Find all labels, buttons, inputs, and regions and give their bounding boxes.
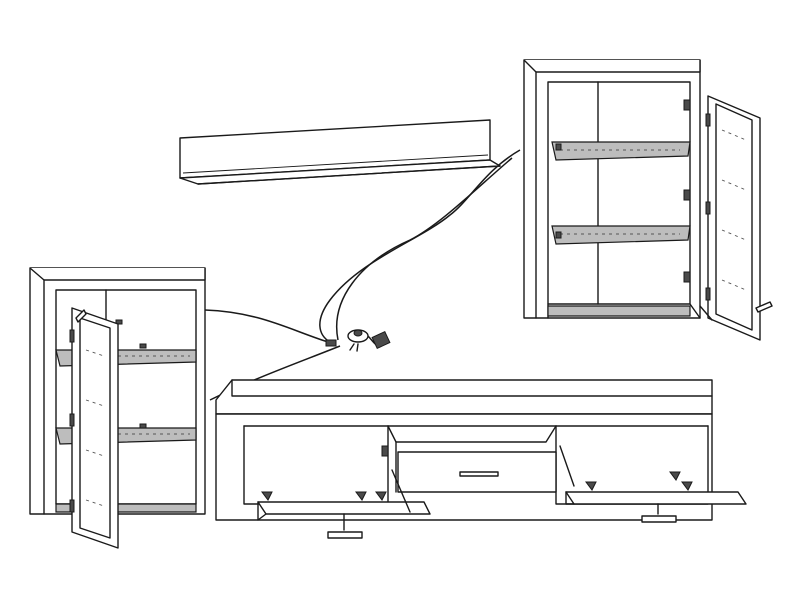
led-power-unit xyxy=(325,329,391,352)
hinge-icon xyxy=(683,189,691,201)
door-frame xyxy=(707,95,761,341)
tv-stand-top xyxy=(215,379,713,415)
flap-handle-icon xyxy=(327,531,363,539)
flap-stay-icon xyxy=(559,445,575,487)
left-vitrine-glass-door xyxy=(69,307,119,549)
led-socket-icon xyxy=(381,445,389,457)
shelf-inner-edge xyxy=(182,154,489,174)
right-vitrine-glass-door xyxy=(699,95,773,341)
hinge-icon xyxy=(585,471,693,491)
drawer-handle xyxy=(459,471,499,477)
power-adapter-icon xyxy=(371,330,391,350)
plug-pins xyxy=(349,343,359,352)
door-hinge-icon xyxy=(69,329,75,513)
right-flap-door xyxy=(565,491,747,505)
right-vitrine-top xyxy=(523,59,701,73)
cable-to-right-vitrine-2 xyxy=(336,157,513,341)
cable-connector xyxy=(325,339,337,347)
hinge-icon xyxy=(261,491,387,501)
door-pivot xyxy=(699,305,713,321)
door-glass-pane xyxy=(79,317,111,539)
door-handle-icon xyxy=(75,309,87,323)
led-cables xyxy=(204,149,521,401)
door-hinge-icon xyxy=(705,113,711,301)
left-flap-door xyxy=(257,501,431,515)
tv-stand-top-edge xyxy=(231,379,713,397)
door-handle-icon xyxy=(755,301,773,313)
glass-shelf-upper xyxy=(551,141,691,161)
center-niche xyxy=(387,425,557,443)
door-glass-pane xyxy=(715,103,753,331)
flap-stay-icon xyxy=(391,469,411,513)
door-frame xyxy=(71,307,119,549)
flap-handle-icon xyxy=(641,515,677,523)
shelf-front-edge xyxy=(197,165,501,185)
left-vitrine-top xyxy=(29,267,206,281)
wall-shelf xyxy=(179,119,501,185)
hinge-icon xyxy=(683,99,691,111)
right-vitrine-plinth xyxy=(547,305,691,317)
right-vitrine xyxy=(523,59,701,319)
cable-to-right-vitrine xyxy=(319,149,521,343)
right-vitrine-carcass xyxy=(523,59,701,319)
cable-to-left-vitrine xyxy=(204,309,329,343)
shelf-support-icon xyxy=(555,143,562,239)
controller-button xyxy=(353,329,363,337)
glass-reflection xyxy=(85,349,105,507)
hinge-icon xyxy=(683,271,691,283)
glass-shelf-lower xyxy=(551,225,691,245)
tv-stand xyxy=(215,379,747,539)
